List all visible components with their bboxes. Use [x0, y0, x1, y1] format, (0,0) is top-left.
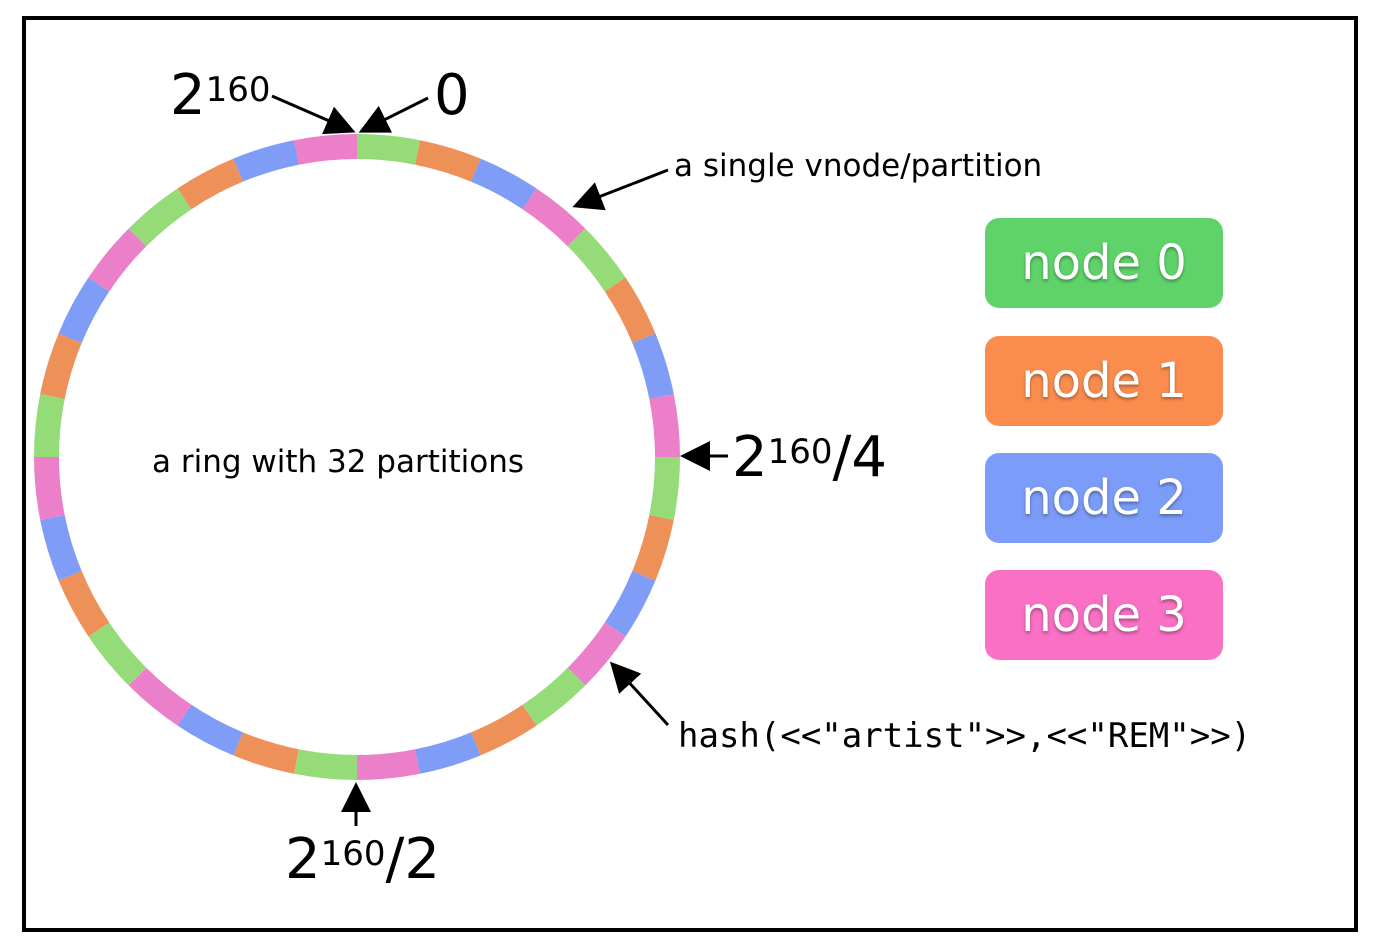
ring-center-label: a ring with 32 partitions: [152, 444, 525, 480]
label-2-160-top: 2160: [170, 68, 271, 124]
ring-partition-31: [293, 134, 357, 165]
ring-partition-13: [471, 704, 537, 756]
label-hash: hash(<<"artist">>,<<"REM">>): [678, 716, 1252, 756]
ring-partition-24: [34, 393, 65, 457]
ring-partition-15: [357, 749, 421, 780]
arrow-hash: [609, 661, 670, 727]
ring-partition-10: [604, 571, 656, 637]
label-quarter: 2160/4: [732, 430, 887, 486]
ring-partition-4: [567, 228, 626, 292]
label-2-160-top-base: 2: [170, 63, 206, 128]
ring-partition-0: [357, 134, 421, 165]
legend-node-0: node 0: [985, 218, 1223, 308]
ring-partition-22: [40, 515, 82, 581]
label-quarter-suffix: /4: [832, 425, 888, 490]
label-2-160-top-exp: 160: [205, 70, 271, 110]
ring-partition-12: [522, 667, 586, 726]
ring-partition-20: [88, 622, 147, 686]
label-half-suffix: /2: [385, 827, 441, 892]
ring-partition-18: [177, 704, 243, 756]
ring-partition-19: [128, 667, 192, 726]
arrow-0: [358, 96, 429, 133]
ring-partition-14: [415, 732, 481, 774]
ring-partition-25: [40, 333, 82, 399]
label-half-exp: 160: [320, 834, 386, 874]
legend-node-3: node 3: [985, 570, 1223, 660]
legend-node-2: node 2: [985, 453, 1223, 543]
arrow-vnode: [572, 168, 669, 211]
arrow-2-160: [271, 94, 356, 135]
ring-partition-21: [58, 571, 110, 637]
ring-partition-26: [58, 277, 110, 343]
ring-partition-29: [177, 158, 243, 210]
ring-partition-2: [471, 158, 537, 210]
ring-partition-7: [649, 393, 680, 457]
ring-partition-6: [632, 333, 674, 399]
ring-partition-9: [632, 515, 674, 581]
ring-partition-3: [522, 188, 586, 247]
ring-segments: [34, 134, 680, 781]
label-zero: 0: [434, 63, 470, 128]
ring-partition-27: [88, 228, 147, 292]
ring-partition-8: [649, 457, 680, 521]
label-single-vnode: a single vnode/partition: [674, 148, 1043, 184]
label-half: 2160/2: [285, 832, 440, 888]
ring-partition-11: [567, 622, 626, 686]
ring-partition-5: [604, 277, 656, 343]
ring-partition-17: [233, 732, 299, 774]
label-quarter-exp: 160: [767, 432, 833, 472]
ring-partition-23: [34, 457, 65, 521]
label-half-base: 2: [285, 827, 321, 892]
ring-partition-30: [233, 140, 299, 182]
legend-node-1: node 1: [985, 336, 1223, 426]
ring-partition-1: [415, 140, 481, 182]
ring-partition-16: [293, 749, 357, 781]
label-quarter-base: 2: [732, 425, 768, 490]
ring-partition-28: [128, 188, 192, 247]
